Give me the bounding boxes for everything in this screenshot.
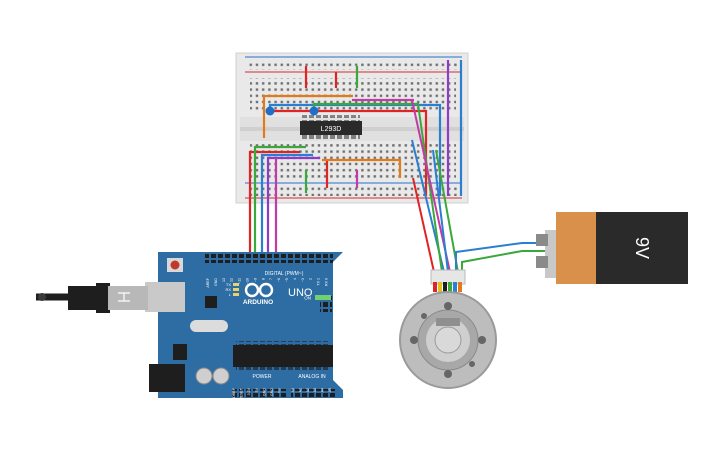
pin-label: ~11 bbox=[238, 278, 242, 284]
power-header-label: POWER bbox=[253, 374, 272, 380]
pin-label: ~5 bbox=[285, 278, 289, 282]
battery-label: 9V bbox=[632, 237, 652, 259]
pin-label: A0 bbox=[291, 388, 295, 392]
pin-label: A3 bbox=[313, 388, 317, 392]
pin-label: A4 bbox=[321, 388, 325, 392]
pin-label: GND bbox=[214, 278, 218, 286]
arduino-wires bbox=[248, 145, 320, 255]
crystal bbox=[190, 320, 228, 332]
atmega-chip bbox=[233, 345, 333, 367]
usb-cable-icon bbox=[36, 283, 148, 313]
motor-wires bbox=[411, 99, 459, 273]
l293d-chip[interactable]: L293D bbox=[300, 115, 362, 141]
pin-label: RX 0 bbox=[325, 278, 329, 286]
pin-label: 13 bbox=[222, 278, 226, 282]
battery-9v[interactable]: 9V bbox=[536, 212, 688, 284]
pin-label: GND bbox=[262, 388, 266, 396]
power-header bbox=[232, 389, 286, 397]
pin-label: A5 bbox=[328, 388, 332, 392]
capacitor-icon bbox=[195, 367, 213, 385]
rx-label: RX bbox=[225, 287, 231, 292]
digital-pin-labels: AREF GND 13 12 ~11 ~10~9 8 7 ~6 ~5 4 ~3 2 TX 1 RX 0 bbox=[206, 277, 329, 287]
digital-header bbox=[205, 254, 333, 263]
pin-label: 8 bbox=[261, 278, 265, 280]
voltage-regulator bbox=[173, 344, 187, 360]
pin-label: 7 bbox=[269, 278, 273, 280]
pin-label: A2 bbox=[306, 388, 310, 392]
dc-motor-encoder-icon[interactable] bbox=[399, 269, 497, 389]
arduino-uno[interactable]: ARDUINO UNO ON TX RX L DIGITAL (PWM~) PO… bbox=[145, 252, 343, 400]
l-led bbox=[233, 293, 239, 296]
analog-header-label: ANALOG IN bbox=[298, 374, 326, 380]
on-led bbox=[315, 295, 331, 300]
pin-label: 12 bbox=[230, 278, 234, 282]
pin-label: 2 bbox=[309, 278, 313, 280]
chip-label: L293D bbox=[321, 126, 342, 133]
pin-label: AREF bbox=[206, 277, 210, 287]
pin-label: GND bbox=[270, 388, 274, 396]
jumper-node bbox=[309, 106, 319, 116]
tx-led bbox=[233, 283, 239, 286]
pin-label: ~6 bbox=[277, 278, 281, 282]
arduino-model-text: UNO bbox=[288, 287, 313, 299]
pin-label: IOREF bbox=[232, 387, 236, 399]
motor-connector-pins bbox=[433, 282, 462, 292]
arduino-logo-text: ARDUINO bbox=[243, 299, 273, 306]
pin-label: ~10 bbox=[246, 278, 250, 284]
dc-jack bbox=[149, 364, 185, 392]
on-led-label: ON bbox=[304, 296, 311, 301]
capacitor-icon bbox=[212, 367, 230, 385]
rx-led bbox=[233, 288, 239, 291]
usb-chip bbox=[205, 296, 217, 308]
analog-header bbox=[291, 389, 335, 397]
pin-label: A1 bbox=[298, 388, 302, 392]
jumper-node bbox=[265, 106, 275, 116]
pin-label: 5V bbox=[255, 387, 259, 392]
pin-label: Vin bbox=[278, 388, 282, 393]
digital-header-label: DIGITAL (PWM~) bbox=[265, 271, 304, 277]
pin-label: ~9 bbox=[253, 278, 257, 282]
pin-label: 4 bbox=[293, 278, 297, 280]
reset-button-cap[interactable] bbox=[170, 260, 180, 270]
battery-wires bbox=[455, 242, 545, 272]
pin-label: ~3 bbox=[301, 278, 305, 282]
pin-label: TX 1 bbox=[317, 278, 321, 286]
pin-label: RESET bbox=[240, 387, 244, 400]
pin-label: 3.3V bbox=[247, 387, 251, 395]
usb-port bbox=[145, 282, 185, 312]
tx-label: TX bbox=[226, 282, 231, 287]
arduino-logo-icon bbox=[244, 282, 274, 298]
l-label: L bbox=[229, 292, 232, 297]
